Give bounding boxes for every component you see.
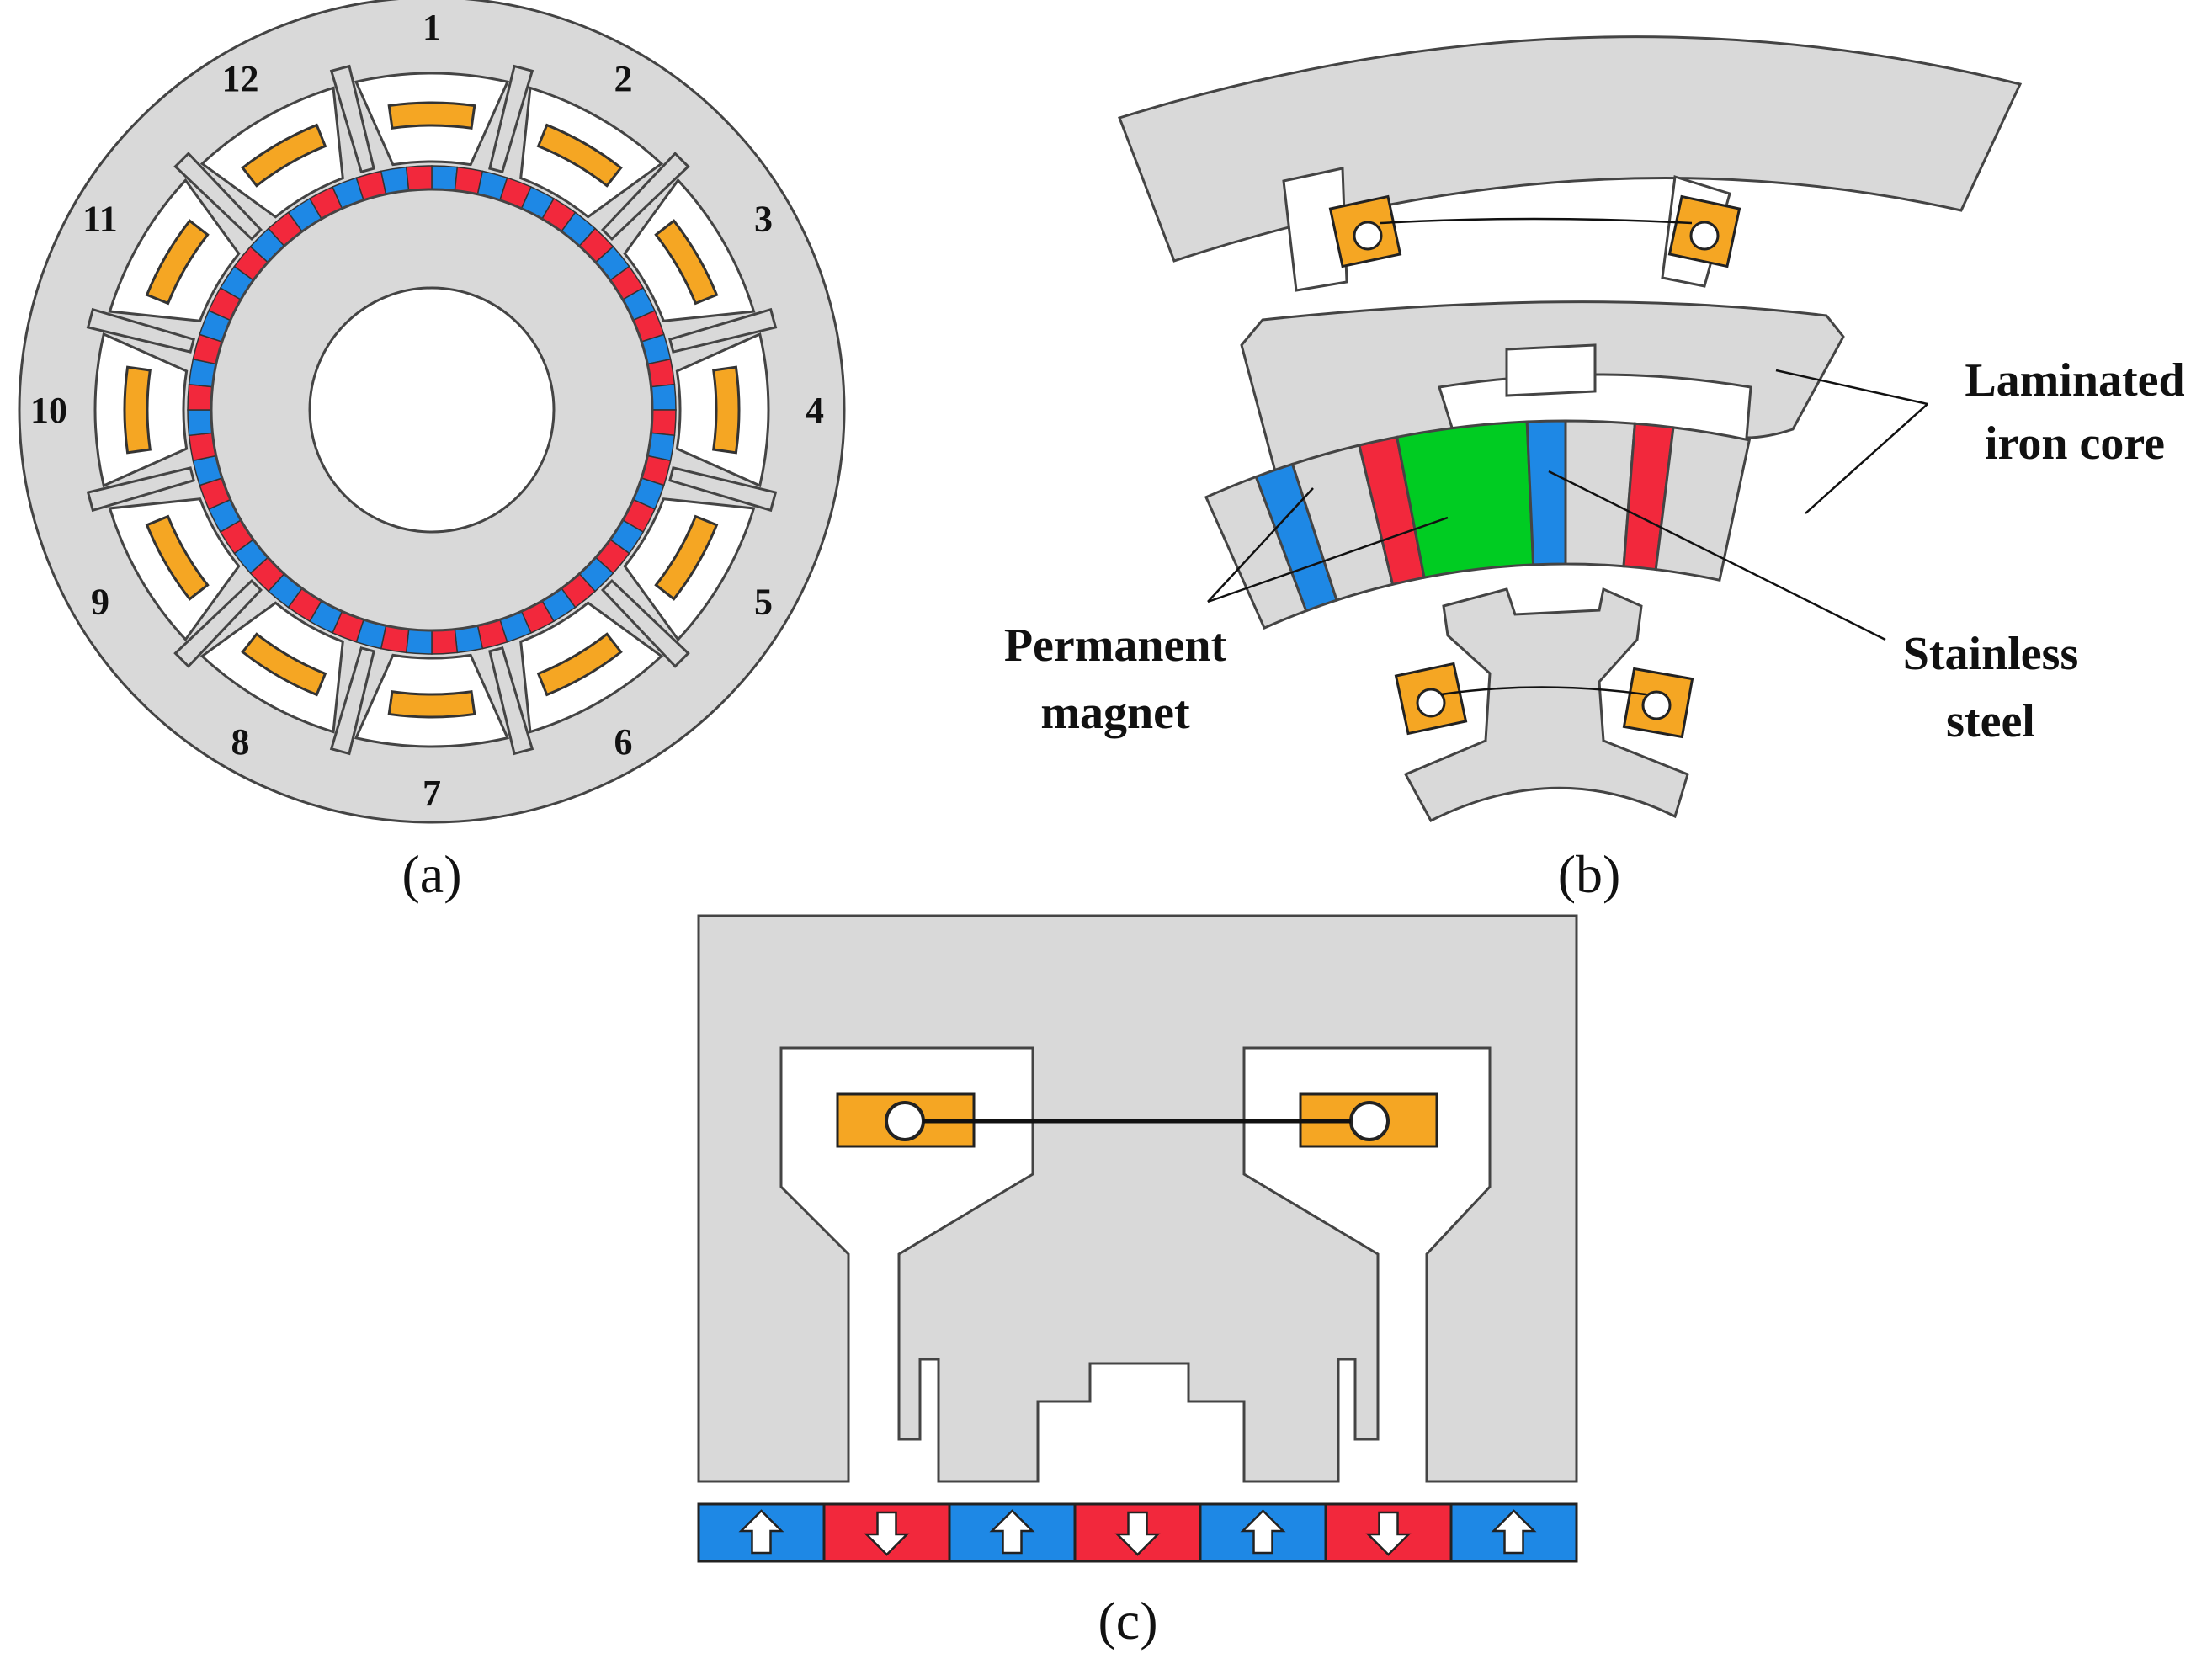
rotor-band <box>1204 419 1752 630</box>
callout-stainless-2: steel <box>1946 695 2035 747</box>
conductor-inner-right <box>1641 690 1672 720</box>
slot-number: 6 <box>614 721 633 763</box>
conductor-inner-left <box>1416 688 1446 718</box>
leader-pm-blue <box>1207 487 1314 603</box>
stator-tooth <box>329 64 375 173</box>
stator-tooth <box>329 646 375 756</box>
outer-stator-segment <box>1118 35 2023 263</box>
coil-bar <box>123 365 152 455</box>
slot-number: 7 <box>423 773 441 814</box>
arrow-up-icon <box>1491 1509 1537 1555</box>
coil-bar <box>145 219 210 306</box>
panel-c-label: (c) <box>1098 1591 1157 1651</box>
outer-slot-left <box>1282 167 1348 292</box>
panel-b-label: (b) <box>1558 844 1621 904</box>
conductor-outer-right <box>1689 221 1720 251</box>
inner-coil-link <box>1440 686 1646 696</box>
coil-bar <box>654 219 719 306</box>
coil-bar <box>712 365 741 455</box>
rotor-magnet-segment <box>650 409 677 437</box>
coil-bar <box>387 690 476 719</box>
slot-number: 2 <box>614 58 633 99</box>
leader-stainless <box>1548 470 1886 641</box>
rotor-magnet-ring <box>187 165 677 655</box>
leader-laminated-band <box>1805 403 1928 514</box>
stator-tooth <box>173 578 263 668</box>
stator-tooth <box>600 152 690 242</box>
slot-number: 11 <box>82 199 118 240</box>
rotor-band-segment <box>1525 419 1567 566</box>
slot-number: 5 <box>754 582 773 623</box>
outer-coil-link <box>1380 217 1693 225</box>
coil-bar <box>536 123 623 188</box>
stator-tooth <box>488 64 534 173</box>
shaft-bore <box>308 286 556 534</box>
stator-tooth <box>173 152 263 242</box>
linear-magnet-array <box>697 1502 1578 1563</box>
rotor-band-segment <box>1654 426 1752 582</box>
rotor-magnet-segment <box>431 628 459 655</box>
leader-laminated-middle <box>1775 369 1928 406</box>
conductor-outer-left <box>1353 221 1383 251</box>
slot-number: 10 <box>30 390 67 431</box>
rotor-magnet-segment <box>431 165 459 192</box>
slot-number: 12 <box>222 58 259 99</box>
stator-tooth <box>488 646 534 756</box>
rotor-magnet-segment <box>405 165 433 192</box>
callout-laminated-1: Laminated <box>1965 354 2184 407</box>
callout-laminated-2: iron core <box>1985 417 2165 470</box>
arrow-down-icon <box>1365 1511 1412 1556</box>
panel-c-linear-machine: (c) <box>697 914 1578 1651</box>
middle-slot-notch <box>1505 343 1597 397</box>
coil-bar <box>241 123 327 188</box>
panel-a-label: (a) <box>401 844 461 904</box>
arrow-up-icon <box>738 1509 784 1555</box>
coil-bar <box>536 632 623 697</box>
stator-tooth <box>600 578 690 668</box>
callout-permanent-1: Permanent <box>1004 619 1227 672</box>
slot-number: 1 <box>423 7 441 48</box>
rotor-magnet-segment <box>650 383 677 411</box>
stator-tooth <box>86 466 195 513</box>
linear-stator-core <box>697 914 1578 1483</box>
panel-b-linear-segment: Laminated iron core Permanent magnet Sta… <box>1004 35 2185 904</box>
stator-tooth <box>668 307 778 354</box>
conductor-left <box>885 1101 925 1141</box>
rotor-magnet-segment <box>187 409 214 437</box>
coil-bar <box>387 101 476 130</box>
slot-number: 9 <box>91 582 109 623</box>
callout-permanent-2: magnet <box>1040 687 1190 739</box>
stator-tooth <box>86 307 195 354</box>
slot-number: 8 <box>231 721 250 763</box>
rotor-magnet-segment <box>187 383 214 411</box>
rotor-magnet-segment <box>405 628 433 655</box>
leader-pm-red <box>1207 516 1449 603</box>
stator-tooth <box>668 466 778 513</box>
inner-stator-segment <box>1403 587 1689 822</box>
conductor-right <box>1349 1101 1390 1141</box>
arrow-up-icon <box>989 1509 1035 1555</box>
arrow-down-icon <box>1114 1511 1161 1556</box>
coil-bar <box>654 514 719 601</box>
slot-number: 4 <box>806 390 824 431</box>
arrow-up-icon <box>1240 1509 1286 1555</box>
coil-bar <box>145 514 210 601</box>
coil-bar <box>241 632 327 697</box>
slot-number: 3 <box>754 199 773 240</box>
callout-stainless-1: Stainless <box>1903 628 2079 680</box>
arrow-down-icon <box>864 1511 910 1556</box>
stator-slots-group <box>86 64 778 756</box>
